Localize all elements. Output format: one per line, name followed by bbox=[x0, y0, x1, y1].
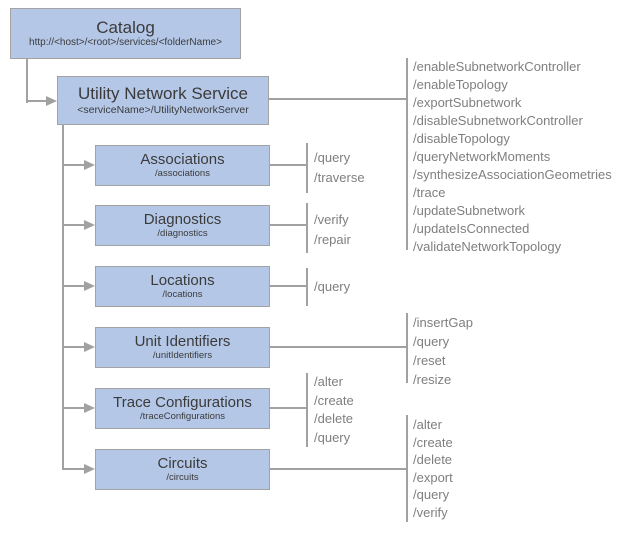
operation-label: /alter bbox=[413, 417, 442, 432]
catalog-url: http://<host>/<root>/services/<folderNam… bbox=[29, 37, 222, 49]
connector-line bbox=[306, 268, 308, 306]
operation-label: /disableTopology bbox=[413, 131, 510, 146]
connector-line bbox=[62, 224, 85, 226]
arrow-right-icon bbox=[84, 159, 95, 170]
trace-configurations-title: Trace Configurations bbox=[113, 394, 252, 412]
arrow-right-icon bbox=[84, 463, 95, 474]
connector-line bbox=[62, 407, 85, 409]
operation-label: /delete bbox=[413, 452, 453, 467]
associations-operations-list: /query /traverse bbox=[314, 148, 365, 188]
operation-label: /enableSubnetworkController bbox=[413, 59, 581, 74]
connector-line bbox=[268, 98, 406, 100]
circuits-node: Circuits /circuits bbox=[95, 449, 270, 490]
locations-title: Locations bbox=[150, 272, 215, 290]
operation-label: /delete bbox=[314, 411, 354, 426]
connector-line bbox=[306, 143, 308, 193]
connector-line bbox=[62, 468, 85, 470]
operation-label: /enableTopology bbox=[413, 77, 508, 92]
operation-label: /query bbox=[314, 150, 351, 165]
connector-line bbox=[406, 58, 408, 250]
operation-label: /verify bbox=[413, 504, 448, 520]
associations-node: Associations /associations bbox=[95, 145, 270, 186]
operation-label: /updateSubnetwork bbox=[413, 203, 526, 218]
operation-label: /query bbox=[314, 429, 351, 445]
service-path: <serviceName>/UtilityNetworkServer bbox=[77, 103, 249, 116]
diagnostics-operations-list: /verify /repair bbox=[314, 210, 351, 250]
connector-line bbox=[62, 164, 85, 166]
connector-line bbox=[26, 100, 48, 102]
circuits-operations-list: /alter /create /delete /export /query /v… bbox=[413, 416, 453, 521]
operation-label: /traverse bbox=[314, 170, 365, 185]
operation-label: /query bbox=[413, 487, 450, 502]
arrow-right-icon bbox=[46, 95, 57, 106]
operation-label: /updateIsConnected bbox=[413, 221, 530, 236]
operation-label: /create bbox=[413, 434, 453, 450]
trace-configurations-operations-list: /alter /create /delete /query bbox=[314, 373, 354, 447]
operation-label: /trace bbox=[413, 185, 446, 200]
operation-label: /repair bbox=[314, 232, 351, 247]
operation-label: /validateNetworkTopology bbox=[413, 239, 562, 254]
connector-line bbox=[406, 313, 408, 383]
operation-label: /insertGap bbox=[413, 315, 473, 330]
operation-label: /verify bbox=[314, 212, 349, 227]
connector-line bbox=[62, 125, 64, 470]
diagnostics-title: Diagnostics bbox=[143, 211, 222, 229]
connector-line bbox=[306, 373, 308, 447]
catalog-title: Catalog bbox=[96, 17, 155, 37]
circuits-path: /circuits bbox=[166, 472, 199, 484]
trace-configurations-node: Trace Configurations /traceConfiguration… bbox=[95, 388, 270, 429]
locations-operations-list: /query bbox=[314, 277, 350, 297]
arrow-right-icon bbox=[84, 280, 95, 291]
connector-line bbox=[270, 468, 406, 470]
operation-label: /alter bbox=[314, 374, 343, 389]
connector-line bbox=[406, 415, 408, 522]
locations-path: /locations bbox=[162, 289, 203, 301]
operation-label: /resize bbox=[413, 372, 452, 387]
connector-line bbox=[270, 407, 306, 409]
operation-label: /create bbox=[314, 392, 354, 408]
arrow-right-icon bbox=[84, 341, 95, 352]
diagnostics-node: Diagnostics /diagnostics bbox=[95, 205, 270, 246]
connector-line bbox=[270, 164, 306, 166]
locations-node: Locations /locations bbox=[95, 266, 270, 307]
connector-line bbox=[306, 203, 308, 253]
connector-line bbox=[270, 346, 406, 348]
operation-label: /exportSubnetwork bbox=[413, 95, 522, 110]
connector-line bbox=[270, 285, 306, 287]
operation-label: /disableSubnetworkController bbox=[413, 113, 583, 128]
unit-identifiers-node: Unit Identifiers /unitIdentifiers bbox=[95, 327, 270, 368]
service-title: Utility Network Service bbox=[77, 84, 249, 104]
trace-configurations-path: /traceConfigurations bbox=[139, 411, 226, 423]
unit-identifiers-title: Unit Identifiers bbox=[134, 333, 231, 351]
operation-label: /query bbox=[413, 334, 450, 349]
operation-label: /export bbox=[413, 469, 453, 485]
operation-label: /synthesizeAssociationGeometries bbox=[413, 167, 612, 182]
connector-line bbox=[270, 224, 306, 226]
arrow-right-icon bbox=[84, 402, 95, 413]
service-operations-list: /enableSubnetworkController /enableTopol… bbox=[413, 58, 612, 256]
utility-network-service-node: Utility Network Service <serviceName>/Ut… bbox=[57, 76, 269, 125]
catalog-node: Catalog http://<host>/<root>/services/<f… bbox=[10, 8, 241, 59]
associations-path: /associations bbox=[155, 168, 210, 180]
connector-line bbox=[26, 59, 28, 103]
arrow-right-icon bbox=[84, 219, 95, 230]
unit-identifiers-path: /unitIdentifiers bbox=[152, 350, 213, 362]
circuits-title: Circuits bbox=[157, 455, 208, 473]
operation-label: /queryNetworkMoments bbox=[413, 149, 551, 164]
unit-identifiers-operations-list: /insertGap /query /reset /resize bbox=[413, 313, 473, 389]
operation-label: /reset bbox=[413, 353, 446, 368]
connector-line bbox=[62, 285, 85, 287]
connector-line bbox=[62, 346, 85, 348]
diagnostics-path: /diagnostics bbox=[157, 228, 208, 240]
operation-label: /query bbox=[314, 279, 351, 294]
associations-title: Associations bbox=[140, 151, 225, 169]
